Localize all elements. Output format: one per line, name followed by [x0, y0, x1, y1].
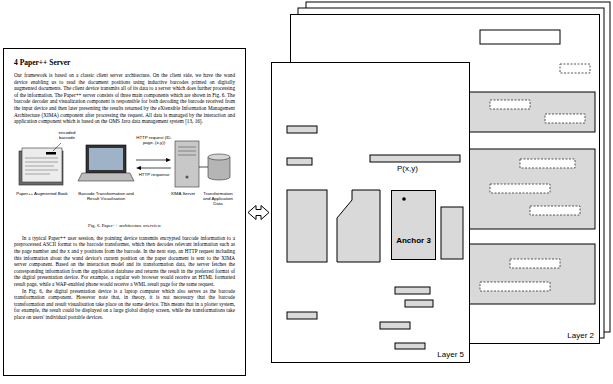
- layout-regions: [287, 126, 463, 349]
- figure-area: encoded barcodeHTTP request (ID, page, (…: [14, 129, 236, 221]
- layout-regions: [455, 30, 595, 304]
- point-marker: [402, 197, 406, 201]
- paragraph: In a typical Paper++ user session, the p…: [14, 235, 235, 288]
- paragraph: In Fig. 6, the digital presentation devi…: [14, 288, 235, 321]
- book-picture: [19, 148, 63, 185]
- layer-shapes: [271, 62, 470, 363]
- paragraph: Our framework is based on a classic clie…: [14, 72, 235, 125]
- http-arrows: [136, 158, 171, 170]
- layer-name: Layer 2: [567, 331, 594, 340]
- figure-label: HTTP response: [132, 172, 176, 177]
- point-label: P(x,y): [397, 164, 418, 173]
- figure-label: XIMA Server: [166, 191, 200, 196]
- server-picture: [175, 141, 199, 187]
- layer-name: Layer 5: [437, 350, 464, 359]
- leader-line: [53, 143, 61, 151]
- laptop-picture: [78, 145, 134, 181]
- architecture-figure: [14, 129, 236, 221]
- figure-label: HTTP request (ID, page, (x,y)): [132, 135, 176, 145]
- double-arrow: [248, 206, 269, 220]
- anchor-name: Anchor 3: [396, 236, 431, 245]
- figure-label: Paper++ Augmented Book: [14, 191, 70, 196]
- anchor-box: Anchor 3: [391, 190, 436, 260]
- figure-caption: Fig. 6. Paper++ architecture overview: [14, 223, 235, 228]
- figure-label: encoded barcode: [52, 130, 82, 140]
- wire: [199, 166, 208, 167]
- section-heading: 4 Paper++ Server: [14, 58, 235, 67]
- paper-page: 4 Paper++ ServerOur framework is based o…: [3, 48, 246, 376]
- database-picture: [208, 154, 230, 180]
- figure-label: Barcode Transformation and Result Visual…: [74, 191, 138, 201]
- layer-page: Layer 5 Anchor 3: [271, 62, 470, 363]
- figure-label: Transformation and Application Data: [200, 191, 236, 206]
